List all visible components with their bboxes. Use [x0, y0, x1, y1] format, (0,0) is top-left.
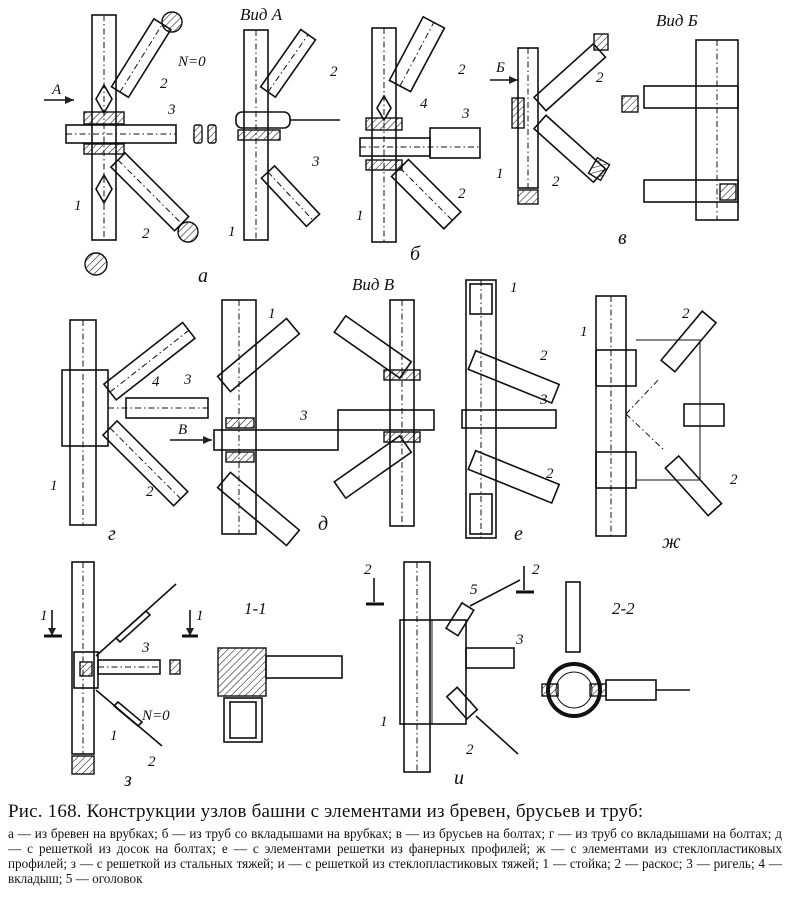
label-post: 1 — [380, 714, 388, 730]
label-post: 1 — [496, 166, 504, 182]
label-brace: 2 — [148, 754, 156, 770]
label-n-zero: N=0 — [141, 708, 170, 724]
label-brace: 2 — [552, 174, 560, 190]
panel-letter-g: г — [108, 523, 116, 545]
label-brace: 2 — [142, 226, 150, 242]
panel-a: А 1 2 N=0 3 2 а — [44, 11, 217, 287]
arrow-label-a: А — [51, 82, 62, 98]
arrow-label-v: В — [178, 422, 187, 438]
panel-letter-zh: ж — [662, 531, 681, 553]
panel-letter-e: е — [514, 523, 523, 545]
label-brace: 2 — [596, 70, 604, 86]
label-post: 1 — [268, 306, 276, 322]
label-girt: 3 — [461, 106, 470, 122]
section-2-2: 2-2 — [541, 581, 690, 718]
view-title-v: Вид В — [352, 275, 395, 294]
label-girt: 3 — [183, 372, 192, 388]
label-post: 1 — [228, 224, 236, 240]
label-brace: 2 — [466, 742, 474, 758]
panel-d: В 1 3 д — [170, 299, 339, 547]
label-insert: 4 — [152, 374, 160, 390]
panel-e: 1 2 3 2 е — [461, 279, 561, 545]
panel-letter-z: з — [123, 769, 132, 791]
label-post: 1 — [74, 198, 82, 214]
label-brace: 2 — [730, 472, 738, 488]
label-girt: 3 — [539, 392, 548, 408]
label-brace: 2 — [540, 348, 548, 364]
panel-letter-d: д — [318, 513, 328, 535]
panel-letter-a: а — [198, 265, 208, 287]
label-girt: 3 — [311, 154, 320, 170]
caption-text: а — из бревен на врубках; б — из труб со… — [8, 826, 782, 886]
section-mark: 1 — [40, 608, 48, 624]
panel-vid-v: Вид В — [333, 275, 435, 527]
technical-drawing: А 1 2 N=0 3 2 а Вид А 1 2 3 — [40, 5, 739, 791]
panel-vid-b: Вид Б — [621, 11, 739, 221]
section-1-1: 1-1 — [217, 599, 343, 743]
panel-i: 2 2 5 3 1 2 и — [364, 561, 540, 789]
label-post: 1 — [110, 728, 118, 744]
label-insert: 4 — [420, 96, 428, 112]
label-brace: 2 — [458, 62, 466, 78]
label-post: 1 — [356, 208, 364, 224]
panel-letter-i: и — [454, 767, 464, 789]
label-girt: 3 — [141, 640, 150, 656]
panel-zh: 1 2 2 ж — [580, 295, 738, 553]
section-title-1-1: 1-1 — [244, 599, 267, 618]
label-girt: 3 — [167, 102, 176, 118]
section-title-2-2: 2-2 — [612, 599, 635, 618]
arrow-label-b: Б — [495, 60, 505, 76]
view-title-a: Вид А — [240, 5, 283, 24]
panel-vid-a: Вид А 1 2 3 — [228, 5, 340, 241]
label-brace: 2 — [546, 466, 554, 482]
label-post: 1 — [50, 478, 58, 494]
label-girt: 3 — [299, 408, 308, 424]
panel-letter-v: в — [618, 227, 627, 249]
section-mark: 2 — [364, 562, 372, 578]
section-mark: 1 — [196, 608, 204, 624]
panel-z: 1 1 3 N=0 1 2 з — [40, 561, 204, 791]
panel-letter-b: б — [410, 243, 421, 265]
panel-v: Б 1 2 2 в — [490, 33, 627, 249]
panel-g: 1 4 3 2 г — [50, 319, 209, 545]
label-brace: 2 — [330, 64, 338, 80]
label-cap-head: 5 — [470, 582, 478, 598]
label-brace: 2 — [682, 306, 690, 322]
figure-caption: Рис. 168. Конструкции узлов башни с элем… — [8, 800, 782, 886]
label-n-zero: N=0 — [177, 54, 206, 70]
panel-b: 1 2 4 3 2 б — [356, 15, 481, 265]
label-girt: 3 — [515, 632, 524, 648]
caption-title: Рис. 168. Конструкции узлов башни с элем… — [8, 801, 644, 822]
label-brace: 2 — [458, 186, 466, 202]
label-post: 1 — [580, 324, 588, 340]
label-brace: 2 — [146, 484, 154, 500]
section-mark: 2 — [532, 562, 540, 578]
label-post: 1 — [510, 280, 518, 296]
view-title-b: Вид Б — [656, 11, 698, 30]
label-brace: 2 — [160, 76, 168, 92]
